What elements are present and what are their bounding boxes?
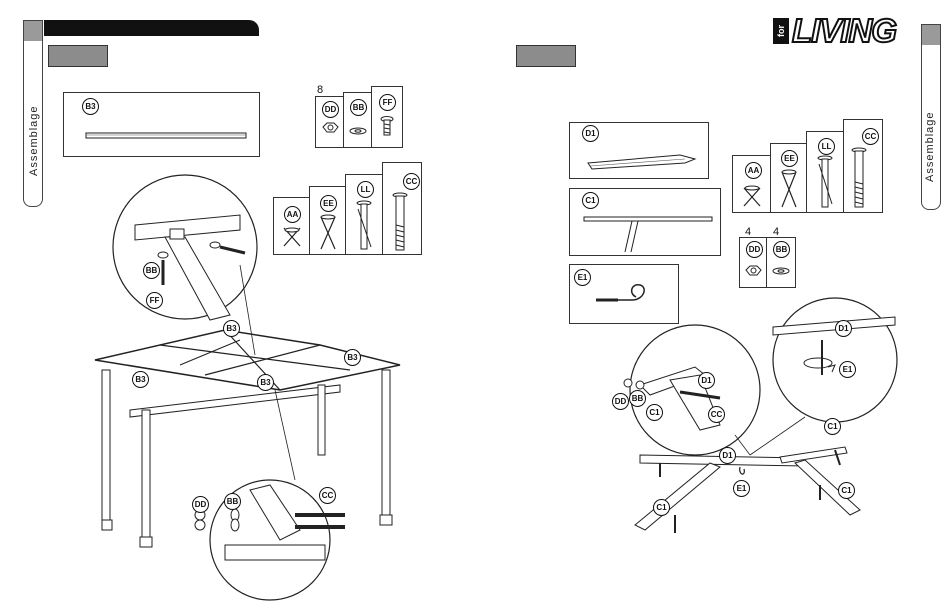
callout-dd-detail: DD <box>612 393 629 410</box>
callout-d1-ring: D1 <box>835 320 852 337</box>
callout-b3-front: B3 <box>257 374 274 391</box>
right-side-label: Assemblage <box>924 111 936 182</box>
part-d1-box: D1 <box>569 122 709 179</box>
callout-e1-hub: E1 <box>733 480 750 497</box>
gazebo-frame-drawing <box>90 185 520 615</box>
callout-c1-detail: C1 <box>646 404 663 421</box>
left-side-label: Assemblage <box>28 105 40 176</box>
left-hw-ff-box: FF <box>371 86 403 148</box>
left-hw-dd-box: DD <box>315 96 344 148</box>
callout-cc-bottom: CC <box>319 487 336 504</box>
callout-c1-right: C1 <box>824 418 841 435</box>
brand-prefix: for <box>773 18 789 44</box>
b3-bar-drawing <box>64 93 259 156</box>
roof-hub-drawing <box>610 295 900 555</box>
c1-bar-drawing <box>570 189 720 255</box>
callout-b3-right: B3 <box>344 349 361 366</box>
hex-nut-icon <box>740 238 767 287</box>
callout-c1-front: C1 <box>838 482 855 499</box>
wrench-icon <box>733 156 771 212</box>
callout-cc-detail: CC <box>708 406 725 423</box>
right-hw-aa-box: AA <box>732 155 771 213</box>
callout-b3-left: B3 <box>132 371 149 388</box>
screw-icon <box>372 87 402 147</box>
callout-dd-bottom: DD <box>192 496 209 513</box>
hex-nut-icon <box>316 97 344 147</box>
left-step-box <box>48 45 108 67</box>
part-c1-box: C1 <box>569 188 721 256</box>
left-hw-bb-box: BB <box>343 92 372 148</box>
callout-e1-ring: E1 <box>839 361 856 378</box>
part-b3-box: B3 <box>63 92 260 157</box>
brand-name: LIVING <box>792 12 896 50</box>
callout-bb-top: BB <box>143 262 160 279</box>
d1-bar-drawing <box>570 123 708 178</box>
callout-d1-detail: D1 <box>698 372 715 389</box>
callout-bb-detail: BB <box>629 390 646 407</box>
wrench-icon <box>771 144 807 212</box>
callout-d1-hub: D1 <box>719 447 736 464</box>
washer-icon <box>344 93 372 147</box>
left-header-bar <box>44 20 259 36</box>
left-hw-top-qty: 8 <box>317 84 323 96</box>
right-step-box <box>516 45 576 67</box>
washer-icon <box>767 238 795 287</box>
brand-logo: for LIVING <box>773 14 908 48</box>
bolt-icon <box>844 120 882 212</box>
callout-ff-top: FF <box>146 292 163 309</box>
callout-c1-left: C1 <box>653 499 670 516</box>
right-hw-dd-box: DD <box>739 237 767 288</box>
right-hw-cc-box: CC <box>843 119 883 213</box>
right-hw-ll-box: LL <box>806 131 844 213</box>
right-hw-ee-box: EE <box>770 143 807 213</box>
callout-b3-roof: B3 <box>223 320 240 337</box>
callout-bb-bottom: BB <box>224 493 241 510</box>
bolt-icon <box>807 132 844 212</box>
right-hw-bb-box: BB <box>766 237 796 288</box>
